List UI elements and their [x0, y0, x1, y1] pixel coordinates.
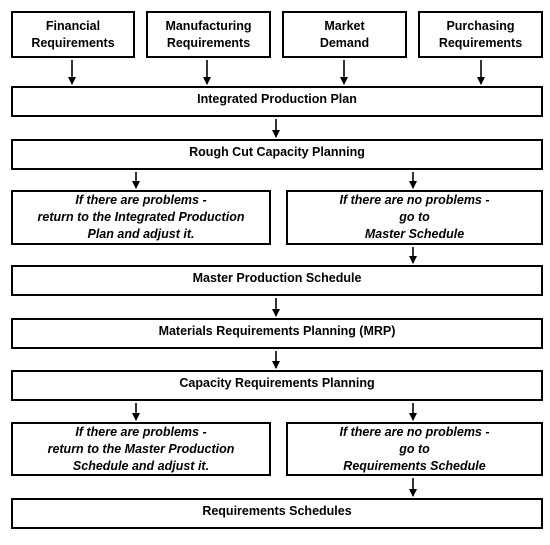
rough-cut-capacity-planning-label: Rough Cut Capacity Planning: [189, 145, 365, 159]
market-demand-label: Market Demand: [319, 18, 370, 50]
mrp-label: Materials Requirements Planning (MRP): [158, 324, 396, 338]
rough-cut-capacity-planning-box: Rough Cut Capacity Planning: [11, 139, 543, 170]
crp-problems-label: If there are problems - return to the Ma…: [47, 424, 235, 473]
crp-no-problems-label: If there are no problems - go to Require…: [339, 424, 490, 473]
market-demand-box: Market Demand: [282, 11, 407, 58]
requirements-schedules-label: Requirements Schedules: [202, 504, 352, 518]
rccp-problems-label: If there are problems - return to the In…: [37, 193, 245, 241]
manufacturing-requirements-label: Manufacturing Requirements: [165, 18, 252, 50]
financial-requirements-box: Financial Requirements: [11, 11, 135, 58]
rccp-problems-box: If there are problems - return to the In…: [11, 190, 271, 245]
crp-no-problems-box: If there are no problems - go to Require…: [286, 422, 543, 476]
purchasing-requirements-box: Purchasing Requirements: [418, 11, 543, 58]
rccp-no-problems-label: If there are no problems - go to Master …: [339, 193, 490, 241]
purchasing-requirements-label: Purchasing Requirements: [438, 18, 523, 50]
mrp-box: Materials Requirements Planning (MRP): [11, 318, 543, 349]
financial-requirements-label: Financial Requirements: [31, 18, 115, 50]
requirements-schedules-box: Requirements Schedules: [11, 498, 543, 529]
manufacturing-requirements-box: Manufacturing Requirements: [146, 11, 271, 58]
master-production-schedule-box: Master Production Schedule: [11, 265, 543, 296]
master-production-schedule-label: Master Production Schedule: [192, 271, 362, 285]
capacity-requirements-planning-label: Capacity Requirements Planning: [179, 376, 375, 390]
integrated-production-plan-box: Integrated Production Plan: [11, 86, 543, 117]
crp-problems-box: If there are problems - return to the Ma…: [11, 422, 271, 476]
rccp-no-problems-box: If there are no problems - go to Master …: [286, 190, 543, 245]
capacity-requirements-planning-box: Capacity Requirements Planning: [11, 370, 543, 401]
integrated-production-plan-label: Integrated Production Plan: [197, 92, 357, 106]
